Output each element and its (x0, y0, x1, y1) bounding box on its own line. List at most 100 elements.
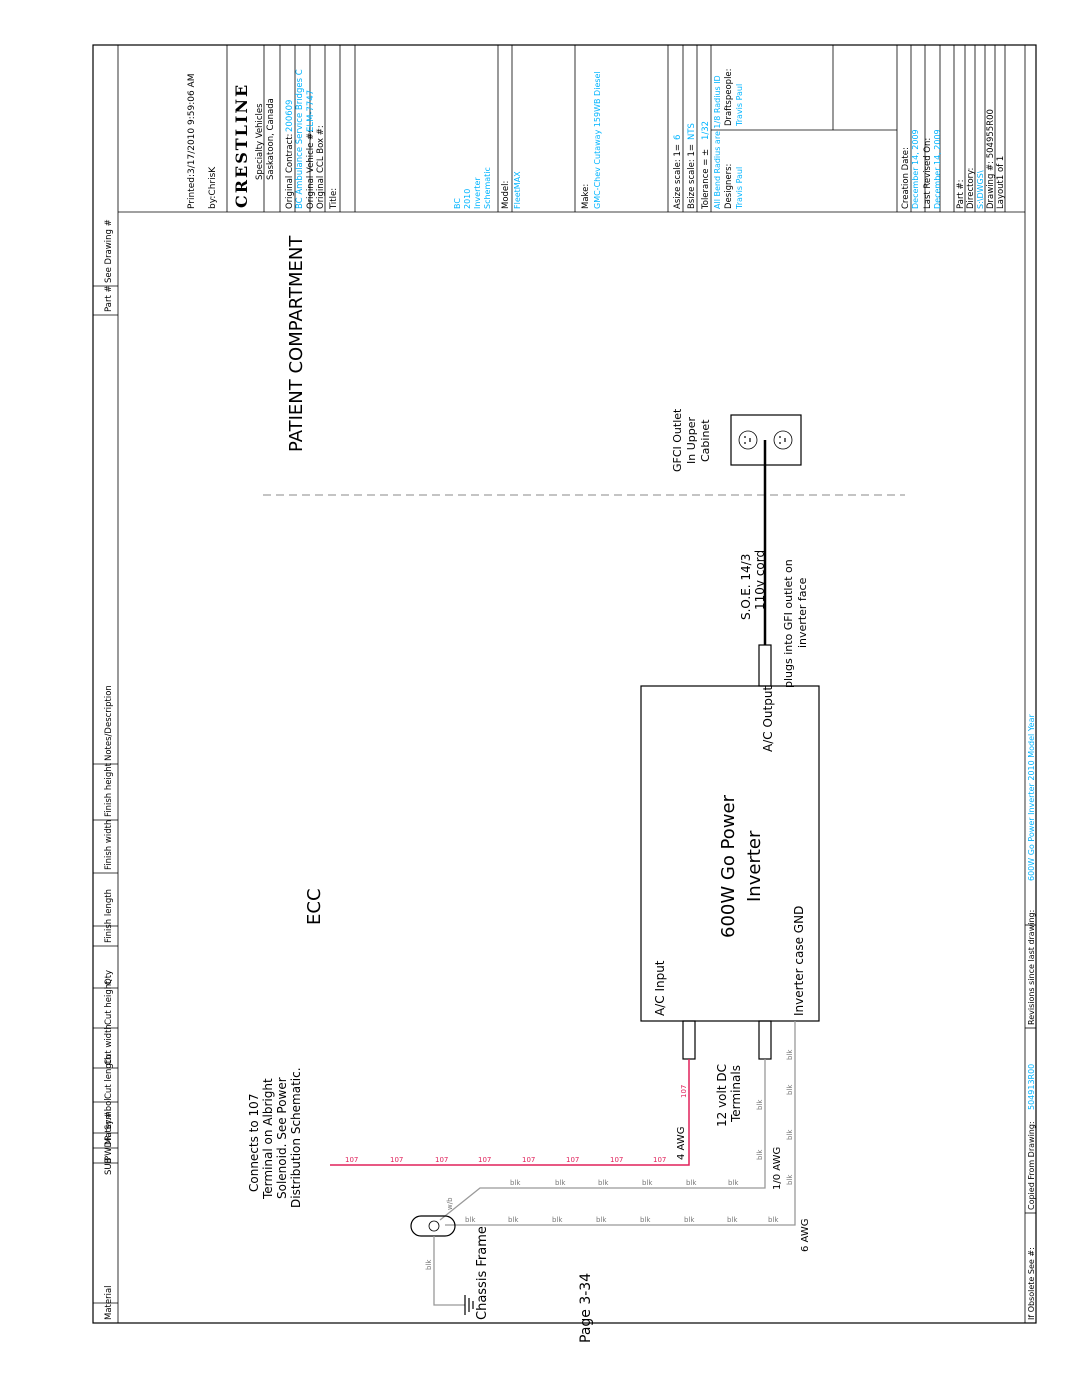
tb-tolerance-value: 1/32 (701, 121, 711, 140)
wire-1-0awg (439, 1059, 766, 1221)
tb-directory-label: Directory: (966, 168, 976, 209)
footer-obsolete: If Obsolete See #: (1027, 1247, 1036, 1320)
ac-output-label: A/C Output (761, 686, 775, 752)
tb-directory-value: S:\DWGS\ (976, 170, 985, 209)
svg-text:blk: blk (686, 1179, 697, 1187)
tb-asize-value: 6 (673, 135, 683, 140)
header-columns: Material SUB PWDR Mater.# Symbol Cut len… (93, 219, 118, 1320)
tb-title-line3: Inverter (473, 177, 482, 209)
wire-1-0awg-label: 1/0 AWG (772, 1147, 783, 1190)
hdr-part: Part # (104, 285, 114, 312)
gfci-line3: Cabinet (699, 419, 712, 462)
gfci-receptacle-1 (738, 430, 758, 450)
tb-model-value: FleetMAX (513, 171, 522, 209)
hdr-mater: Mater.# (104, 1111, 114, 1145)
inverter-subtitle: Inverter (744, 830, 765, 902)
svg-text:blk: blk (465, 1216, 476, 1224)
tb-by: by:ChrisK (208, 166, 218, 209)
tb-title-line4: Schematic (483, 167, 492, 209)
svg-text:107: 107 (566, 1156, 579, 1164)
tb-orig-vehicle-value: ELM-7747 (306, 90, 316, 132)
tb-designers-label: Designers: (724, 164, 734, 209)
tb-orig-contract-value: 200609 (285, 100, 295, 132)
tb-model-label: Model: (501, 181, 511, 209)
connects-line2: Terminal on Albright (261, 1078, 275, 1200)
hdr-material: Material (104, 1285, 114, 1320)
gfci-line1: GFCI Outlet (671, 408, 684, 472)
wire-6awg (445, 1021, 796, 1226)
tb-draftspeople-label: Draftspeople: (724, 68, 734, 126)
inverter-title: 600W Go Power (718, 794, 739, 938)
wire-6awg-label: 6 AWG (800, 1219, 811, 1252)
svg-text:107: 107 (522, 1156, 535, 1164)
tb-title-label: Title: (329, 188, 339, 210)
ground-stud (410, 1215, 456, 1237)
svg-text:blk: blk (552, 1216, 563, 1224)
tb-layout-label: Layout1 of 1 (996, 156, 1006, 209)
plug-note-line2: inverter face (796, 577, 809, 648)
hdr-qty: Qty (104, 970, 114, 985)
chassis-ground-lead (433, 1236, 465, 1306)
svg-text:blk: blk (756, 1149, 764, 1160)
connects-line4: Distribution Schematic. (289, 1067, 303, 1208)
hdr-notes: Notes/Description (104, 685, 114, 761)
chassis-frame-label: Chassis Frame (475, 1226, 490, 1320)
connects-line3: Solenoid. See Power (275, 1077, 289, 1199)
crestline-logo: CRESTLINE (232, 83, 251, 208)
plug-note-line1: plugs into GFI outlet on (782, 559, 795, 688)
gfci-line2: In Upper (685, 417, 698, 464)
tb-asize-label: Asize scale: 1= (673, 144, 683, 209)
page-label: Page 3-34 (578, 1273, 594, 1343)
dc-terminal-positive (682, 1020, 696, 1060)
svg-text:107: 107 (610, 1156, 623, 1164)
hdr-finish-width: Finish width (104, 820, 114, 870)
ac-output-plug (758, 644, 772, 687)
footer-revisions-label: Revisions since last drawing: (1027, 910, 1036, 1025)
wire-1-0awg-labels: blk blk blk blk blk blk blk blk (510, 1099, 764, 1187)
tb-orig-ccl-label: Original CCL Box #: (316, 125, 326, 209)
tb-designers-value: Travis Paul (735, 167, 744, 210)
tb-make-value: GMC-Chev Cutaway 159WB Diesel (593, 71, 602, 209)
hdr-sub: SUB (104, 1157, 114, 1175)
svg-text:107: 107 (390, 1156, 403, 1164)
tb-make-label: Make: (581, 184, 591, 209)
svg-text:blk: blk (596, 1216, 607, 1224)
wire-6awg-labels: blk blk blk blk blk blk blk blk blk blk … (446, 1049, 794, 1224)
dc-terminals-line2: Terminals (729, 1065, 743, 1123)
tb-revised-label: Last Revised On: (923, 138, 933, 209)
hdr-symbol: Symbol (104, 1098, 114, 1130)
tb-company-line1: Specialty Vehicles (255, 103, 265, 180)
svg-text:blk: blk (510, 1179, 521, 1187)
svg-text:blk: blk (508, 1216, 519, 1224)
tb-bsize-label: Bsize scale: 1= (687, 144, 697, 209)
zone-patient-label: PATIENT COMPARTMENT (286, 235, 307, 452)
hdr-cut-length: Cut length (104, 1055, 114, 1099)
svg-text:blk: blk (642, 1179, 653, 1187)
tb-orig-vehicle-label: Original Vehicle #: (306, 130, 316, 209)
tb-title-line1: BC (453, 198, 462, 209)
svg-text:blk: blk (756, 1099, 764, 1110)
hdr-finish-height: Finish height (104, 762, 114, 817)
connects-line1: Connects to 107 (247, 1094, 261, 1192)
svg-text:blk: blk (598, 1179, 609, 1187)
cord-line2: 110v cord (753, 550, 767, 610)
tb-company-line2: Saskatoon, Canada (266, 98, 276, 180)
footer-revisions-value: 600W Go Power Inverter 2010 Model Year (1027, 714, 1036, 881)
inverter-box (640, 685, 820, 1022)
svg-text:blk: blk (728, 1179, 739, 1187)
wire-107-labels: 107 107 107 107 107 107 107 107 107 (345, 1085, 688, 1164)
cord-line1: S.O.E. 14/3 (739, 554, 753, 620)
receptacle-slots (744, 436, 786, 444)
svg-text:107: 107 (680, 1085, 688, 1098)
hdr-cut-height: Cut height (104, 980, 114, 1025)
svg-text:blk: blk (786, 1129, 794, 1140)
svg-text:107: 107 (478, 1156, 491, 1164)
svg-text:blk: blk (727, 1216, 738, 1224)
titleblock: Printed:3/17/2010 9:59:06 AM by:ChrisK C… (187, 45, 1006, 212)
ac-input-label: A/C Input (653, 960, 667, 1016)
case-gnd-label: Inverter case GND (792, 906, 806, 1016)
footer-copied-label: Copied From Drawing: (1027, 1121, 1036, 1210)
hdr-cut-width: Cut width (104, 1024, 114, 1065)
svg-text:blk: blk (786, 1174, 794, 1185)
